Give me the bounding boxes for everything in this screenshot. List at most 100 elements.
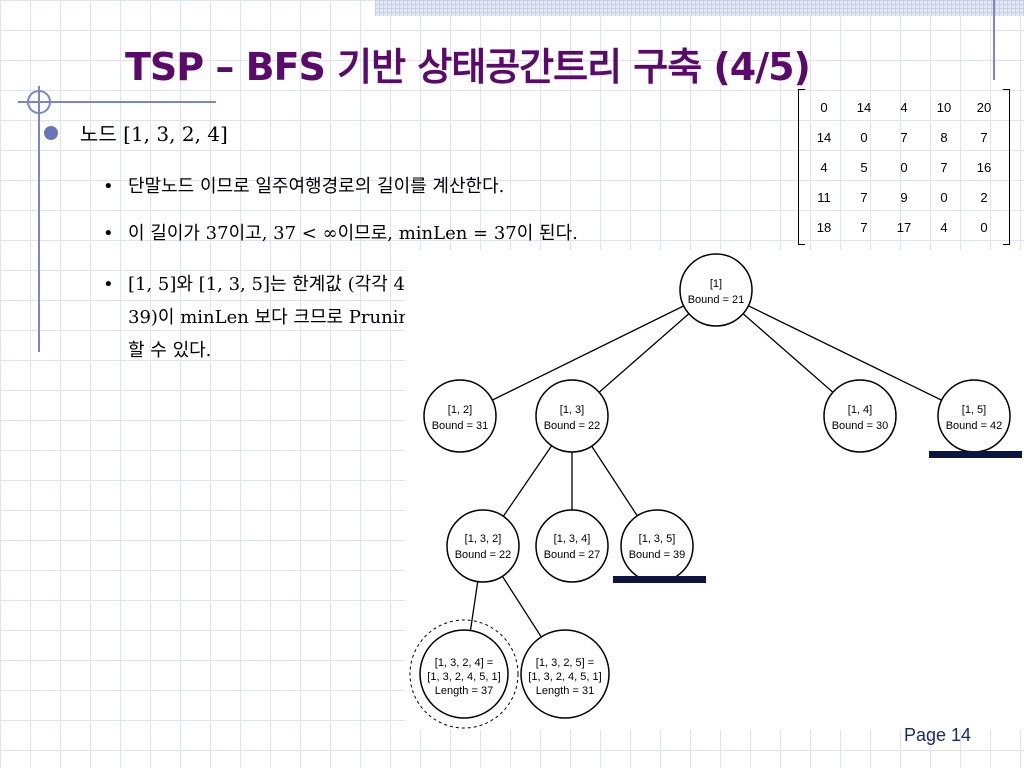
matrix-left-bracket xyxy=(798,89,805,245)
matrix-row: 18 7 17 4 0 xyxy=(804,212,1004,242)
matrix-row: 0 14 4 10 20 xyxy=(804,92,1004,122)
node-label: [1, 4] xyxy=(848,404,872,416)
matrix-cell: 11 xyxy=(817,189,831,205)
main-bullet-text: 노드 [1, 3, 2, 4] xyxy=(80,122,228,146)
matrix-cell: 20 xyxy=(976,99,992,115)
prune-bar xyxy=(929,451,1022,458)
tree-node: [1] Bound = 21 xyxy=(679,253,753,327)
node-circle xyxy=(419,629,509,719)
sub-bullet-text: 단말노드 이므로 일주여행경로의 길이를 계산한다. xyxy=(128,176,505,197)
matrix-cell: 0 xyxy=(820,99,828,115)
node-label: [1, 3] xyxy=(560,404,584,416)
prune-bar xyxy=(613,576,706,583)
node-label: Bound = 31 xyxy=(432,420,489,432)
tree-edge xyxy=(459,289,717,417)
bullet-dot-icon xyxy=(44,126,58,140)
node-label: Bound = 22 xyxy=(455,549,512,561)
matrix-cell: 14 xyxy=(856,99,872,115)
state-space-tree: [1] Bound = 21 [1, 2] Bound = 31 [1, 3] … xyxy=(405,250,1024,730)
matrix-cell: 0 xyxy=(940,189,948,205)
node-label: Bound = 22 xyxy=(544,420,601,432)
matrix-cell: 0 xyxy=(900,159,908,175)
top-decoration-band xyxy=(375,0,1024,16)
node-label: [1, 3, 2, 5] = xyxy=(536,657,594,669)
node-circle xyxy=(535,379,609,453)
tree-node: [1, 2] Bound = 31 xyxy=(423,379,497,453)
tree-node-highlighted: [1, 3, 2, 4] = [1, 3, 2, 4, 5, 1] Length… xyxy=(409,619,519,729)
highlight-dashed-circle xyxy=(409,619,519,729)
matrix-cell: 0 xyxy=(860,129,868,145)
sub-bullet-text: 이 길이가 37이고, 37 < ∞이므로, minLen = 37이 된다. xyxy=(128,223,578,244)
node-label: [1, 3, 2, 4] = xyxy=(435,657,493,669)
matrix-cell: 10 xyxy=(936,99,952,115)
decorative-horizontal-line xyxy=(18,101,216,103)
tree-node: [1, 3, 5] Bound = 39 xyxy=(620,509,694,583)
node-circle xyxy=(446,509,520,583)
sub-bullet-text: [1, 5]와 [1, 3, 5]는 한계값 (각각 42, 39)이 minL… xyxy=(128,274,423,361)
matrix-cell: 2 xyxy=(980,189,988,205)
matrix-cell: 7 xyxy=(860,219,868,235)
tree-node: [1, 3, 2, 5] = [1, 3, 2, 4, 5, 1] Length… xyxy=(520,629,610,719)
decorative-circle xyxy=(27,90,51,114)
tree-node: [1, 5] Bound = 42 xyxy=(937,379,1011,453)
sub-bullet-1: • 단말노드 이므로 일주여행경로의 길이를 계산한다. xyxy=(103,170,504,203)
node-circle xyxy=(679,253,753,327)
matrix-cell: 8 xyxy=(940,129,948,145)
matrix-cell: 4 xyxy=(900,99,908,115)
matrix-cell: 0 xyxy=(980,219,988,235)
node-label: [1, 3, 5] xyxy=(639,533,676,545)
matrix-right-bracket xyxy=(1003,89,1010,245)
page-number: Page 14 xyxy=(904,725,972,745)
matrix-cell: 4 xyxy=(820,159,828,175)
node-circle xyxy=(937,379,1011,453)
node-label: [1, 3, 4] xyxy=(554,533,591,545)
matrix-cell: 7 xyxy=(900,129,908,145)
main-bullet: 노드 [1, 3, 2, 4] xyxy=(44,118,228,147)
node-circle xyxy=(823,379,897,453)
node-label: [1, 3, 2, 4, 5, 1] xyxy=(528,671,601,683)
matrix-cell: 14 xyxy=(816,129,832,145)
node-label: [1, 3, 2] xyxy=(465,533,502,545)
node-label: Bound = 27 xyxy=(544,549,601,561)
matrix-cell: 5 xyxy=(860,159,868,175)
node-label: Bound = 30 xyxy=(832,420,889,432)
tree-node: [1, 4] Bound = 30 xyxy=(823,379,897,453)
tree-node: [1, 3] Bound = 22 xyxy=(535,379,609,453)
node-label: [1, 5] xyxy=(962,404,986,416)
matrix-cell: 18 xyxy=(816,219,832,235)
sub-bullet-marker: • xyxy=(103,223,114,244)
node-label: Bound = 21 xyxy=(688,294,745,306)
node-label: Bound = 42 xyxy=(946,420,1003,432)
node-circle xyxy=(620,509,694,583)
sub-bullet-2: • 이 길이가 37이고, 37 < ∞이므로, minLen = 37이 된다… xyxy=(103,217,578,250)
matrix-row: 14 0 7 8 7 xyxy=(804,122,1004,152)
matrix-table: 0 14 4 10 20 14 0 7 8 7 4 5 0 7 16 11 7 9 0 2 18 7 17 4 0 xyxy=(804,92,1004,242)
matrix-cell: 17 xyxy=(896,219,912,235)
matrix-cell: 16 xyxy=(976,159,992,175)
node-label: Length = 31 xyxy=(536,685,594,697)
matrix-cell: 7 xyxy=(860,189,868,205)
matrix-row: 11 7 9 0 2 xyxy=(804,182,1004,212)
matrix-cell: 7 xyxy=(980,129,988,145)
node-circle xyxy=(423,379,497,453)
top-right-rule xyxy=(993,0,995,80)
matrix-cell: 9 xyxy=(900,189,908,205)
sub-bullet-marker: • xyxy=(103,176,114,197)
matrix-row: 4 5 0 7 16 xyxy=(804,152,1004,182)
node-circle xyxy=(520,629,610,719)
sub-bullet-marker: • xyxy=(103,274,114,295)
node-label: Bound = 39 xyxy=(629,549,686,561)
slide-title: TSP – BFS 기반 상태공간트리 구축 (4/5) xyxy=(125,45,811,89)
tree-svg: [1] Bound = 21 [1, 2] Bound = 31 [1, 3] … xyxy=(409,253,1022,729)
node-circle xyxy=(535,509,609,583)
tree-node: [1, 3, 4] Bound = 27 xyxy=(535,509,609,583)
distance-matrix: 0 14 4 10 20 14 0 7 8 7 4 5 0 7 16 11 7 9 0 2 18 7 17 4 0 xyxy=(798,89,1010,245)
tree-edge xyxy=(715,289,975,417)
matrix-cell: 4 xyxy=(940,219,948,235)
node-label: [1] xyxy=(710,278,722,290)
matrix-cell: 7 xyxy=(940,159,948,175)
decorative-vertical-line xyxy=(38,86,40,352)
tree-node: [1, 3, 2] Bound = 22 xyxy=(446,509,520,583)
node-label: Length = 37 xyxy=(435,685,493,697)
sub-bullet-3: • [1, 5]와 [1, 3, 5]는 한계값 (각각 42, 39)이 mi… xyxy=(103,268,423,367)
